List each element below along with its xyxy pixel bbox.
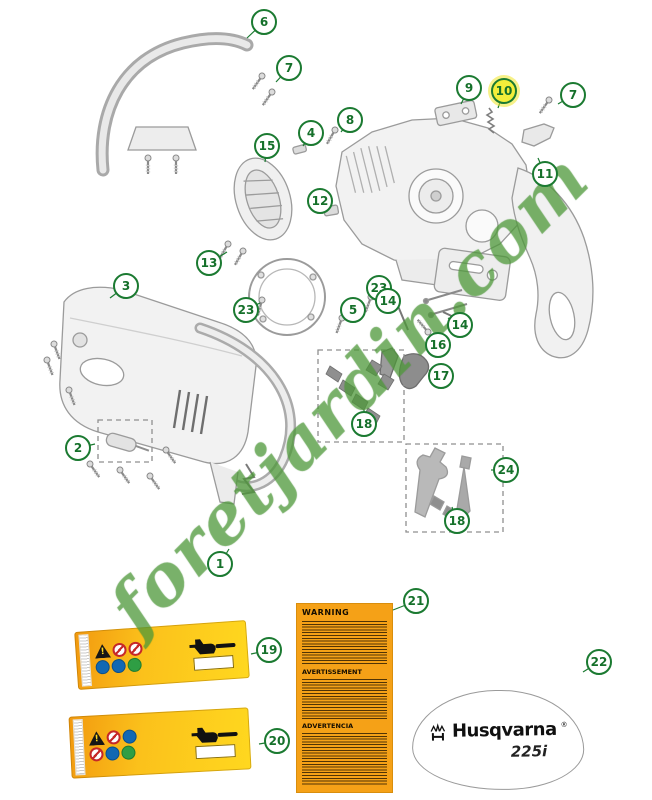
callout-9[interactable]: 9 [456, 75, 482, 101]
warning-text-label: WARNING AVERTISSEMENT ADVERTENCIA [296, 603, 393, 793]
mandatory-protection-pictogram-icon [111, 658, 127, 674]
callout-10[interactable]: 10 [491, 78, 517, 104]
prohibition-pictogram-icon [112, 642, 128, 658]
callout-24[interactable]: 24 [493, 457, 519, 483]
warning-body-lines [302, 733, 387, 785]
bar-mount-plate [433, 247, 511, 301]
callout-6[interactable]: 6 [251, 9, 277, 35]
safety-label-bottom [68, 707, 252, 779]
brand-row: Husqvarna ® [428, 718, 568, 742]
brand-name: Husqvarna [451, 718, 557, 742]
warning-body-lines [302, 679, 387, 719]
callout-13[interactable]: 13 [196, 250, 222, 276]
callout-17[interactable]: 17 [428, 363, 454, 389]
safety-pictograms [88, 728, 151, 762]
callout-1[interactable]: 1 [207, 551, 233, 577]
chainsaw-graphic-block [187, 721, 243, 759]
mandatory-protection-pictogram-icon [122, 729, 137, 744]
mandatory-protection-pictogram-icon [105, 746, 120, 761]
callout-15[interactable]: 15 [254, 133, 280, 159]
warning-triangle-icon [94, 644, 111, 659]
callout-14[interactable]: 14 [447, 312, 473, 338]
prohibition-pictogram-icon [128, 641, 143, 657]
callout-7[interactable]: 7 [276, 55, 302, 81]
callout-11[interactable]: 11 [532, 161, 558, 187]
callout-16[interactable]: 16 [425, 332, 451, 358]
safety-pictogram-icon [121, 745, 136, 761]
callout-18[interactable]: 18 [351, 411, 377, 437]
front-handle-part [95, 32, 254, 177]
chainsaw-silhouette-icon [191, 727, 238, 743]
registered-mark: ® [560, 720, 568, 729]
label-code-strip [72, 719, 86, 776]
warning-body-lines [302, 621, 387, 665]
bar-spec-box [195, 743, 236, 759]
callout-4[interactable]: 4 [298, 120, 324, 146]
prohibition-pictogram-icon [89, 746, 104, 762]
dashed-group-boxes [97, 349, 504, 533]
callout-2[interactable]: 2 [65, 435, 91, 461]
chain-brake-parts [379, 347, 430, 390]
brand-model: 225i [510, 741, 548, 761]
tensioner-parts [434, 99, 555, 147]
label-code-strip [78, 634, 92, 687]
warning-heading-fr: AVERTISSEMENT [302, 668, 362, 676]
callout-12[interactable]: 12 [307, 188, 333, 214]
prohibition-pictogram-icon [106, 730, 122, 745]
husqvarna-crown-icon [430, 722, 446, 741]
safety-pictogram-icon [127, 657, 143, 673]
warning-heading-es: ADVERTENCIA [302, 722, 354, 730]
callout-23[interactable]: 23 [233, 297, 259, 323]
callout-3[interactable]: 3 [113, 273, 139, 299]
callout-7[interactable]: 7 [560, 82, 586, 108]
mandatory-protection-pictogram-icon [95, 659, 111, 675]
safety-pictograms [94, 640, 158, 675]
callout-5[interactable]: 5 [340, 297, 366, 323]
callout-19[interactable]: 19 [256, 637, 282, 663]
callout-14[interactable]: 14 [375, 288, 401, 314]
bar-spec-box [193, 654, 235, 671]
warning-triangle-icon [88, 731, 105, 746]
warning-title: WARNING [302, 608, 350, 617]
rear-handle-part [511, 167, 594, 359]
fuel-filter-part [105, 432, 150, 452]
cover-part [233, 157, 293, 241]
chainsaw-silhouette-icon [189, 638, 236, 654]
crankcase-part [335, 117, 531, 287]
callout-22[interactable]: 22 [586, 649, 612, 675]
callout-21[interactable]: 21 [403, 588, 429, 614]
brand-label: Husqvarna ® 225i [411, 688, 585, 792]
callout-8[interactable]: 8 [337, 107, 363, 133]
callout-18[interactable]: 18 [444, 508, 470, 534]
callout-20[interactable]: 20 [264, 728, 290, 754]
chainsaw-graphic-block [185, 632, 241, 671]
safety-label-top [74, 620, 250, 690]
